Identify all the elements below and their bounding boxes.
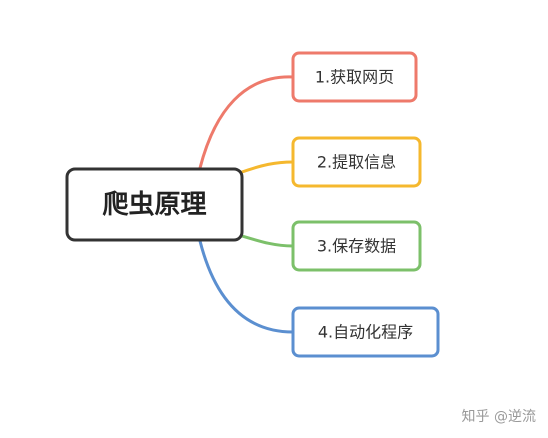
branch-node-3: 3.保存数据 — [291, 220, 422, 272]
connector-branch-4 — [198, 239, 295, 334]
branch-node-4-box — [291, 306, 440, 358]
branch-node-4: 4.自动化程序 — [291, 306, 440, 358]
branch-node-2-label: 2.提取信息 — [317, 153, 396, 172]
branch-node-1-box — [291, 51, 418, 103]
branch-node-3-label: 3.保存数据 — [317, 237, 396, 256]
connector-branch-2 — [240, 160, 295, 174]
watermark: 知乎 @逆流 — [461, 409, 536, 425]
connector-branch-1 — [198, 75, 295, 170]
branch-node-4-label: 4.自动化程序 — [318, 323, 413, 342]
branch-node-1: 1.获取网页 — [291, 51, 418, 103]
center-node-label: 爬虫原理 — [102, 190, 206, 220]
branch-node-1-label: 1.获取网页 — [315, 68, 394, 87]
branch-node-2-box — [291, 136, 422, 188]
branch-node-3-box — [291, 220, 422, 272]
connector-branch-3 — [240, 234, 295, 248]
center-node: 爬虫原理 — [65, 167, 244, 242]
branch-node-2: 2.提取信息 — [291, 136, 422, 188]
